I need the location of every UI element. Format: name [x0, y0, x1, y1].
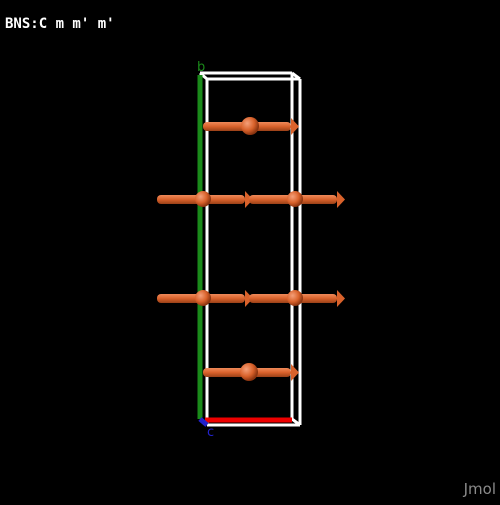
- cell-edge: [199, 71, 208, 81]
- atom[interactable]: [241, 117, 259, 135]
- c-axis: [198, 417, 209, 427]
- space-group-title: BNS:C m m' m': [5, 16, 115, 32]
- atom[interactable]: [240, 363, 258, 381]
- atom[interactable]: [195, 191, 211, 207]
- cell-edge: [291, 417, 301, 427]
- atom[interactable]: [195, 290, 211, 306]
- atom[interactable]: [287, 191, 303, 207]
- b-axis-label: b: [197, 60, 205, 75]
- jmol-logo: Jmol: [463, 480, 496, 498]
- atom[interactable]: [287, 290, 303, 306]
- c-axis-label: c: [207, 425, 214, 440]
